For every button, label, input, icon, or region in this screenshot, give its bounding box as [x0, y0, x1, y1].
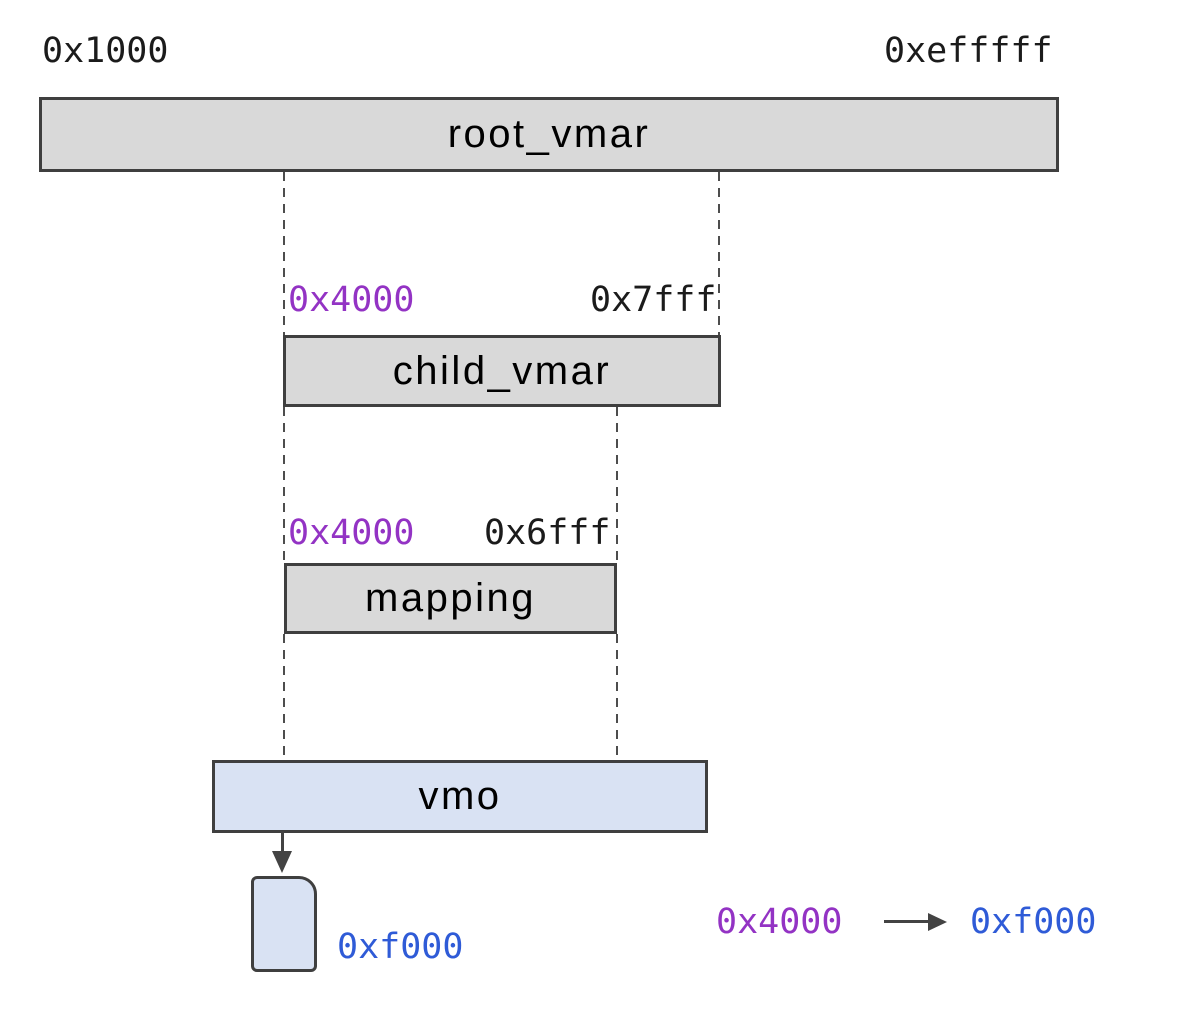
- guide-child-to-mapping-left: [283, 407, 285, 563]
- guide-root-to-child-right: [718, 172, 720, 335]
- translation-arrow: [884, 920, 930, 923]
- child-vmar-end-label: 0x7fff: [590, 280, 717, 320]
- translation-to-label: 0xf000: [970, 902, 1097, 942]
- vmo-label: vmo: [418, 774, 502, 818]
- vmo-to-page-arrowhead-icon: [272, 851, 292, 873]
- root-vmar-label: root_vmar: [447, 112, 651, 156]
- mapping-start-label: 0x4000: [288, 513, 415, 553]
- committed-page-box: [251, 876, 317, 972]
- vmo-box: vmo: [212, 760, 708, 833]
- child-vmar-label: child_vmar: [392, 348, 612, 393]
- guide-mapping-to-vmo-left: [283, 634, 285, 760]
- translation-arrowhead-icon: [928, 913, 947, 931]
- vmo-to-page-arrow: [281, 831, 284, 855]
- page-address-label: 0xf000: [337, 927, 464, 967]
- translation-from-label: 0x4000: [716, 902, 843, 942]
- child-vmar-box: child_vmar: [283, 335, 721, 407]
- child-vmar-start-label: 0x4000: [288, 280, 415, 320]
- guide-root-to-child-left: [283, 172, 285, 335]
- address-space-start-label: 0x1000: [42, 31, 169, 71]
- guide-child-to-mapping-right: [616, 407, 618, 563]
- address-space-end-label: 0xefffff: [884, 31, 1053, 71]
- mapping-label: mapping: [365, 576, 536, 620]
- root-vmar-box: root_vmar: [39, 97, 1059, 172]
- guide-mapping-to-vmo-right: [616, 634, 618, 760]
- mapping-box: mapping: [284, 563, 617, 634]
- mapping-end-label: 0x6fff: [484, 513, 611, 553]
